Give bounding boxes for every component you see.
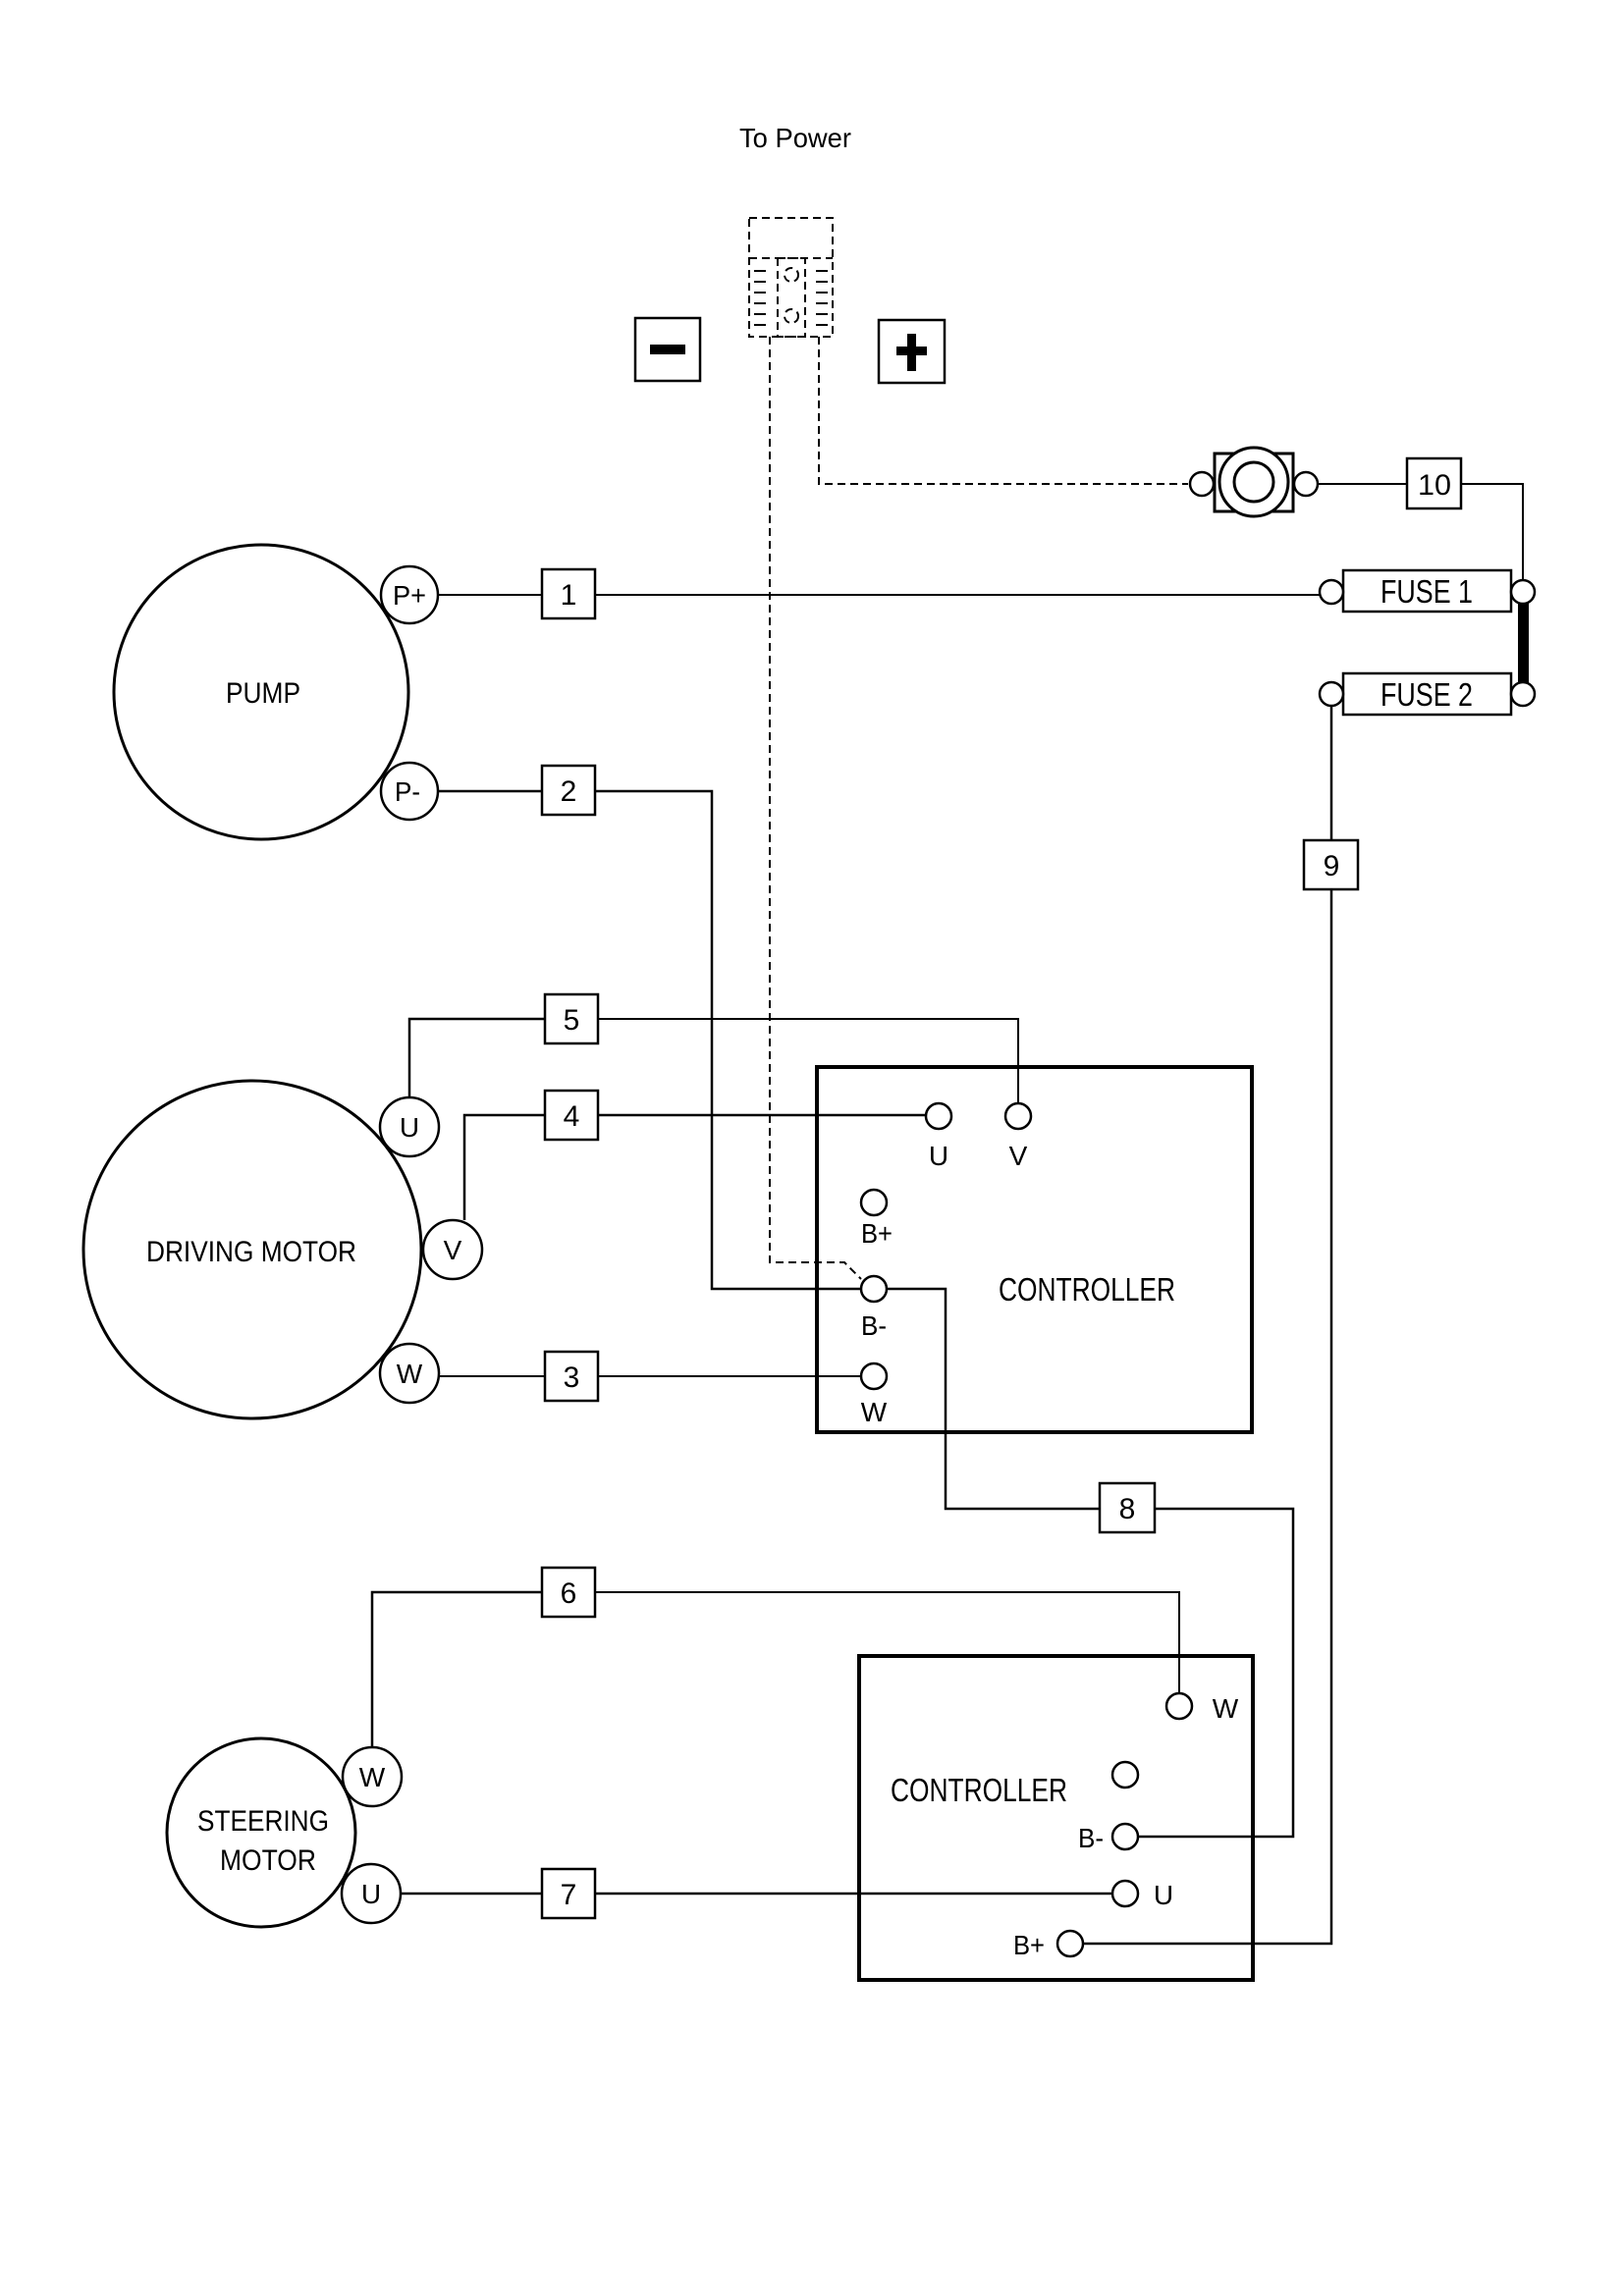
controller-1-terminal-w: W [861, 1397, 888, 1427]
controller-1-label: CONTROLLER [999, 1271, 1175, 1308]
wire-label-7: 7 [540, 1867, 597, 1920]
wire-label-10: 10 [1405, 456, 1463, 510]
svg-text:2: 2 [561, 775, 577, 808]
pump-label: PUMP [226, 677, 300, 710]
controller-1: CONTROLLER U V B+ B- W [815, 1065, 1254, 1434]
controller-2-terminal-b-plus: B+ [1013, 1930, 1045, 1960]
fuse-2: FUSE 2 [1318, 671, 1537, 717]
wire-label-2: 2 [540, 764, 597, 817]
steering-motor-terminal-w: W [359, 1762, 386, 1792]
plus-icon [896, 334, 927, 371]
negative-terminal-box [633, 316, 702, 383]
svg-text:10: 10 [1418, 469, 1451, 502]
controller-1-terminal-b-minus: B- [861, 1310, 887, 1341]
wire-label-4: 4 [543, 1089, 600, 1142]
driving-motor: DRIVING MOTOR U V W [81, 1079, 484, 1420]
svg-text:6: 6 [561, 1577, 577, 1610]
fuse-2-label: FUSE 2 [1380, 676, 1473, 713]
wire-label-5: 5 [543, 992, 600, 1045]
fuse-1: FUSE 1 [1318, 568, 1537, 614]
driving-motor-terminal-v: V [444, 1235, 462, 1265]
wire-label-1: 1 [540, 567, 597, 620]
power-connector-icon [748, 217, 834, 338]
wire-label-6: 6 [540, 1566, 597, 1619]
svg-text:9: 9 [1324, 850, 1340, 882]
driving-motor-terminal-w: W [397, 1359, 423, 1389]
pump-terminal-p-plus: P+ [393, 580, 426, 611]
minus-icon [650, 345, 685, 354]
controller-1-terminal-v: V [1009, 1141, 1028, 1171]
steering-motor-label-line2: MOTOR [220, 1844, 316, 1877]
svg-text:1: 1 [561, 579, 577, 612]
steering-motor-label-line1: STEERING [197, 1805, 329, 1838]
controller-2-terminal-b-minus: B- [1078, 1823, 1104, 1853]
wire-label-8: 8 [1098, 1481, 1157, 1534]
fuse-bridge-bar [1518, 603, 1529, 683]
svg-text:4: 4 [564, 1100, 580, 1133]
to-power-label: To Power [739, 123, 851, 153]
key-switch-icon [1188, 446, 1320, 518]
driving-motor-terminal-u: U [400, 1112, 419, 1143]
controller-1-terminal-b-plus: B+ [861, 1218, 893, 1249]
steering-motor: STEERING MOTOR W U [165, 1736, 404, 1929]
svg-text:3: 3 [564, 1362, 580, 1394]
wire-label-9: 9 [1302, 838, 1360, 891]
fuse-1-label: FUSE 1 [1380, 573, 1473, 610]
pump: PUMP P+ P- [112, 543, 440, 841]
controller-2: CONTROLLER W B- U B+ [857, 1654, 1255, 1982]
controller-2-label: CONTROLLER [891, 1772, 1067, 1808]
driving-motor-label: DRIVING MOTOR [146, 1236, 356, 1268]
svg-text:5: 5 [564, 1004, 580, 1037]
controller-2-terminal-w: W [1213, 1693, 1239, 1724]
negative-dashed-wire [769, 337, 862, 1280]
controller-1-terminal-u: U [929, 1141, 948, 1171]
positive-dashed-wire [818, 337, 1188, 485]
wire-label-3: 3 [543, 1350, 600, 1403]
pump-terminal-p-minus: P- [395, 776, 420, 807]
controller-2-terminal-unlabeled [1110, 1760, 1140, 1789]
svg-text:8: 8 [1119, 1493, 1136, 1525]
svg-text:7: 7 [561, 1879, 577, 1911]
positive-terminal-box [877, 318, 947, 385]
steering-motor-terminal-u: U [361, 1879, 381, 1909]
controller-2-terminal-u: U [1154, 1880, 1173, 1910]
